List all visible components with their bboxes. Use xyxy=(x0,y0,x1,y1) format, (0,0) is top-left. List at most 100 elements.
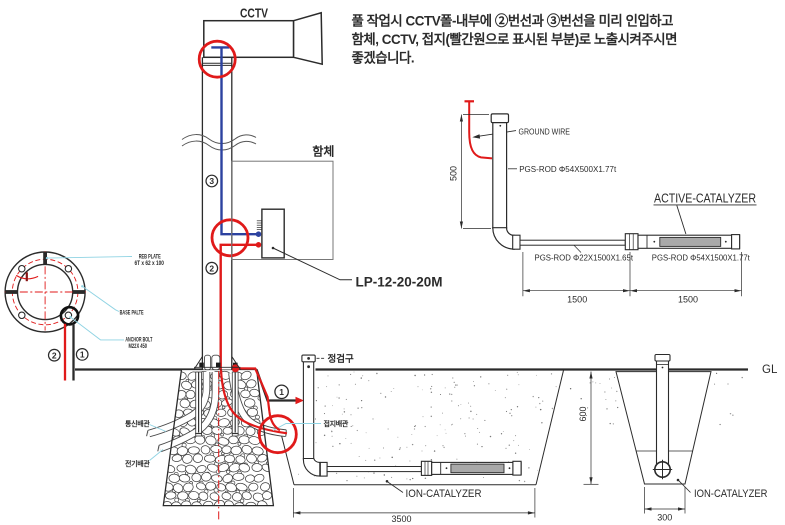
rib-plate-callout: REB PLATE 6T x 62 x 100 xyxy=(45,254,164,267)
svg-text:1: 1 xyxy=(80,350,85,360)
bolt-hole-ne xyxy=(64,264,73,273)
ion-pit: ION-CATALYZER 300 xyxy=(615,353,768,523)
inspection-port-callout: 정검구 xyxy=(316,353,354,365)
dim-600-text: 600 xyxy=(578,406,588,421)
ion-rod-bottom-connector xyxy=(652,459,673,480)
wire-3-blue xyxy=(211,46,262,237)
inspection-port-label: 정검구 xyxy=(328,353,354,365)
thick-rod-callout: PGS-ROD Φ54X1500X1.77t xyxy=(652,252,751,262)
vertical-rod xyxy=(490,113,521,250)
inspection-port-pipe xyxy=(301,354,328,477)
ion-catalyzer-callout-a: ION-CATALYZER xyxy=(385,480,482,500)
vertical-rod-label: PGS-ROD Φ54X500X1.77t xyxy=(519,164,617,174)
thin-rod-callout: PGS-ROD Φ22X1500X1.65t xyxy=(535,245,634,262)
pole-body xyxy=(202,57,232,370)
vertical-rod-elbow xyxy=(492,227,515,250)
dim-600: 600 xyxy=(578,371,599,485)
callout-wire-1-trench: 1 xyxy=(274,384,289,400)
vertical-rod-callout: PGS-ROD Φ54X500X1.77t xyxy=(508,164,617,174)
horizontal-thin-rod xyxy=(519,239,626,246)
callout-wire-3: 3 xyxy=(205,174,219,188)
detail-coupler xyxy=(624,233,639,251)
enclosure-junction-highlight-circle xyxy=(210,218,250,258)
conduit-comm xyxy=(146,372,211,438)
dim-500-text: 500 xyxy=(448,166,458,181)
callout-flange-wire-1: 1 xyxy=(75,348,89,361)
rib-plate-top xyxy=(43,251,47,265)
camera-lens xyxy=(292,11,323,66)
ground-wire-callout: GROUND WIRE xyxy=(472,126,571,139)
underground-section: GL 1 정검구 xyxy=(75,353,778,524)
dim-1500-b-text: 1500 xyxy=(678,294,698,304)
bolt-hole-sw xyxy=(18,311,26,320)
anchor-nut-1 xyxy=(199,362,204,368)
rod-thin-section xyxy=(326,466,422,473)
ion-catalyzer-callout-b: ION-CATALYZER xyxy=(676,478,768,500)
enclosure-box xyxy=(231,160,334,260)
ion-rod-vertical xyxy=(652,353,673,480)
conduit-top-1 xyxy=(204,354,212,371)
dim-300: 300 xyxy=(644,487,686,523)
camera-junction-highlight-circle xyxy=(197,39,237,79)
dim-1500-pair: 1500 1500 xyxy=(522,252,742,304)
ground-wire-curve xyxy=(468,101,493,160)
anchor-nut-2 xyxy=(216,362,221,368)
callout-flange-wire-2: 2 xyxy=(47,348,61,362)
note-line-3: 좋겠습니다. xyxy=(352,50,415,66)
active-catalyzer-callout: ACTIVE-CATALYZER xyxy=(653,192,757,235)
thin-rod-label: PGS-ROD Φ22X1500X1.65t xyxy=(535,252,634,262)
base-plate-label: BASE PALTE xyxy=(120,310,144,316)
anchor-bolt-highlight-circle xyxy=(59,305,80,326)
horizontal-thick-rod xyxy=(637,234,741,250)
trench-right-slope xyxy=(535,369,565,485)
vertical-rod-cap xyxy=(490,113,510,124)
dim-3500-text: 3500 xyxy=(391,514,411,524)
anchor-bolt-label-2: M22X 450 xyxy=(129,344,148,350)
comm-conduit-callout: 통신배관 xyxy=(125,419,167,432)
rib-plate-left xyxy=(5,290,18,294)
foundation: 통신배관 전기배관 접지배관 xyxy=(125,362,349,520)
ground-rod-detail: GROUND WIRE PGS-ROD Φ54X500X1.77t 500 xyxy=(448,100,757,304)
ion-rod-cap xyxy=(654,353,671,362)
dim-3500: 3500 xyxy=(293,488,536,524)
active-catalyzer-label: ACTIVE-CATALYZER xyxy=(654,192,756,206)
dim-500: 500 xyxy=(448,114,491,229)
device-callout: LP-12-20-20M xyxy=(271,246,443,290)
camera-body xyxy=(203,19,295,59)
trench-left-slope xyxy=(280,433,295,485)
rod-end-cap xyxy=(512,460,522,476)
rib-plate-label-1: REB PLATE xyxy=(139,254,161,260)
active-catalyzer-fill xyxy=(659,236,722,247)
ground-wire-exposed-path xyxy=(231,362,281,432)
ground-wire-label: GROUND WIRE xyxy=(519,126,571,136)
terminal-comb xyxy=(256,220,262,230)
rib-plate-right xyxy=(72,290,85,294)
cctv-camera: CCTV xyxy=(203,5,323,66)
dim-1500-a-text: 1500 xyxy=(567,294,587,304)
anchor-bolt-label-1: ANCHOR BOLT xyxy=(125,338,152,344)
bolt-hole-nw xyxy=(18,264,26,273)
ion-catalyzer-label-a: ION-CATALYZER xyxy=(406,488,482,500)
anchor-bolt-callout: ANCHOR BOLT M22X 450 xyxy=(69,315,153,350)
pole-base xyxy=(193,354,241,371)
rod-socket xyxy=(512,234,521,250)
note-line-2: 함체, CCTV, 접지(빨간원으로 표시된 부분)로 노출시켜주시면 xyxy=(352,31,678,47)
device-box xyxy=(261,208,285,259)
ground-conduit-highlight-circle xyxy=(257,414,298,455)
svg-text:1: 1 xyxy=(279,387,284,397)
ion-catalyzer-label-b: ION-CATALYZER xyxy=(694,488,768,500)
ground-conduit-label: 접지배관 xyxy=(324,419,349,428)
enclosure-label: 함체 xyxy=(312,144,334,159)
comm-conduit-label: 통신배관 xyxy=(125,419,150,428)
cctv-pole: CCTV 3 2 함체 xyxy=(181,5,443,371)
step-red-arrow xyxy=(295,396,304,405)
buried-ground-rod xyxy=(326,460,522,476)
pipe-socket xyxy=(319,461,328,477)
thick-rod-label: PGS-ROD Φ54X1500X1.77t xyxy=(652,252,751,262)
instruction-note: 풀 작업시 CCTV폴-내부에 ②번선과 ③번선을 미리 인입하고 함체, CC… xyxy=(352,13,678,66)
power-conduit-label: 전기배관 xyxy=(125,459,150,468)
device-label: LP-12-20-20M xyxy=(356,275,443,290)
svg-text:3: 3 xyxy=(209,176,214,186)
ground-level-label: GL xyxy=(762,364,778,376)
